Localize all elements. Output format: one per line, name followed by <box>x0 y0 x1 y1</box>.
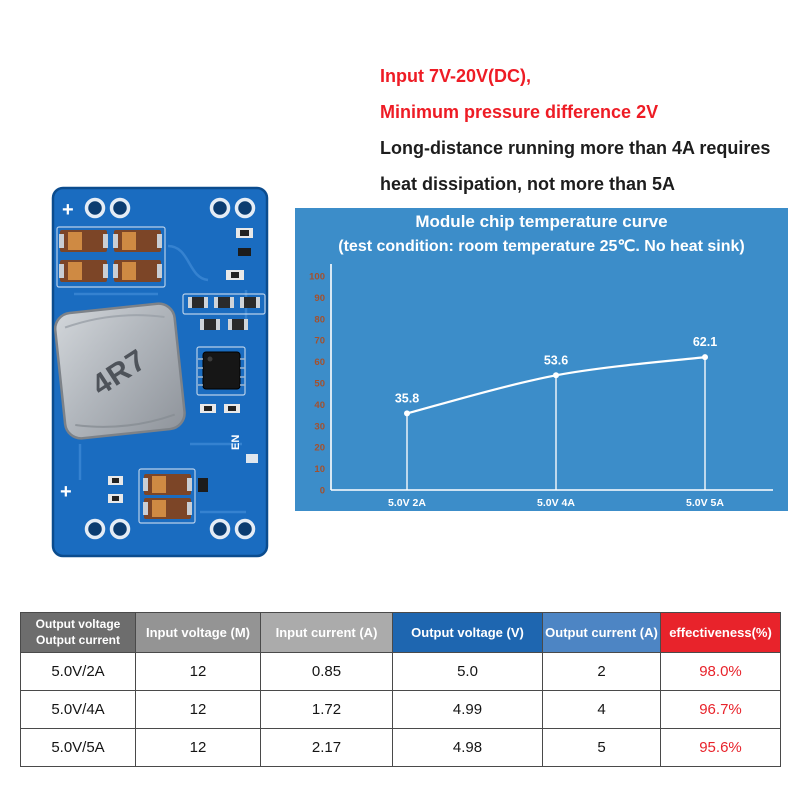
value-cell: 96.7% <box>660 690 781 729</box>
row-label-cell: 5.0V/2A <box>20 652 136 691</box>
column-header-4: Output current (A) <box>542 612 661 653</box>
data-point-label: 62.1 <box>693 335 717 349</box>
y-tick-label: 60 <box>314 357 325 368</box>
column-header-5: effectiveness(%) <box>660 612 781 653</box>
spec-table: Output voltage Output current Input volt… <box>20 612 781 767</box>
y-tick-label: 10 <box>314 464 325 475</box>
y-tick-label: 0 <box>320 486 325 497</box>
data-point-label: 35.8 <box>395 391 419 405</box>
column-header-3: Output voltage (V) <box>392 612 543 653</box>
temperature-chart-panel: Module chip temperature curve (test cond… <box>295 208 788 511</box>
y-tick-label: 80 <box>314 314 325 325</box>
value-cell: 95.6% <box>660 728 781 767</box>
x-tick-label: 5.0V 2A <box>388 497 426 509</box>
x-tick-label: 5.0V 4A <box>537 497 575 509</box>
output-capacitors <box>143 474 192 519</box>
input-capacitors <box>59 230 162 282</box>
annotation-min-dropout: Minimum pressure difference 2V <box>380 102 659 122</box>
column-header-1: Input voltage (M) <box>135 612 261 653</box>
temperature-chart-svg: 0 10 20 30 40 50 60 70 80 90 100 5.0V 2A 5.0V 4A 5.0V… <box>309 264 773 509</box>
corner-header-line2: Output current <box>36 632 120 647</box>
annotation-heat-1: Long-distance running more than 4A requi… <box>380 138 771 158</box>
annotation-input-range: Input 7V-20V(DC), <box>380 66 532 86</box>
y-tick-label: 70 <box>314 336 325 347</box>
value-cell: 4.98 <box>392 728 543 767</box>
pcb-module-photo: + + <box>50 182 270 562</box>
y-tick-label: 100 <box>309 272 325 283</box>
value-cell: 4.99 <box>392 690 543 729</box>
value-cell: 98.0% <box>660 652 781 691</box>
spec-annotations: Input 7V-20V(DC), Minimum pressure diffe… <box>380 58 770 202</box>
y-tick-label: 20 <box>314 443 325 454</box>
pcb-traces <box>74 244 248 514</box>
value-cell: 4 <box>542 690 661 729</box>
converter-ic <box>198 351 245 390</box>
pcb-pads-bottom <box>84 518 256 540</box>
value-cell: 12 <box>135 690 261 729</box>
chart-title: Module chip temperature curve <box>415 212 668 231</box>
chart-subtitle: (test condition: room temperature 25℃. N… <box>338 238 745 255</box>
y-tick-label: 30 <box>314 421 325 432</box>
enable-label: EN <box>230 435 242 450</box>
value-cell: 2 <box>542 652 661 691</box>
value-cell: 12 <box>135 728 261 767</box>
x-tick-label: 5.0V 5A <box>686 497 724 509</box>
data-point <box>404 410 410 417</box>
corner-header-line1: Output voltage <box>35 616 121 631</box>
value-cell: 2.17 <box>260 728 393 767</box>
y-tick-label: 40 <box>314 400 325 411</box>
pcb-silkscreen <box>56 226 266 524</box>
value-cell: 5.0 <box>392 652 543 691</box>
corner-header: Output voltage Output current <box>20 612 136 653</box>
value-cell: 0.85 <box>260 652 393 691</box>
value-cell: 1.72 <box>260 690 393 729</box>
plus-mark-bottom: + <box>60 481 72 503</box>
data-point <box>702 354 708 361</box>
value-cell: 12 <box>135 652 261 691</box>
enable-pin: EN <box>230 435 258 463</box>
row-label-cell: 5.0V/4A <box>20 690 136 729</box>
inductor: 4R7 <box>53 302 186 440</box>
column-header-2: Input current (A) <box>260 612 393 653</box>
y-tick-label: 50 <box>314 379 325 390</box>
plus-mark-top: + <box>62 199 74 221</box>
row-label-cell: 5.0V/5A <box>20 728 136 767</box>
pcb-pads-top <box>84 197 256 219</box>
spec-table-header-row: Output voltage Output current Input volt… <box>20 612 781 653</box>
value-cell: 5 <box>542 728 661 767</box>
pcb-board-svg: + + <box>51 186 269 558</box>
annotation-heat-2: heat dissipation, not more than 5A <box>380 174 676 194</box>
y-tick-label: 90 <box>314 293 325 304</box>
data-point <box>553 372 559 379</box>
smd-components <box>108 228 260 503</box>
data-point-label: 53.6 <box>544 353 568 367</box>
